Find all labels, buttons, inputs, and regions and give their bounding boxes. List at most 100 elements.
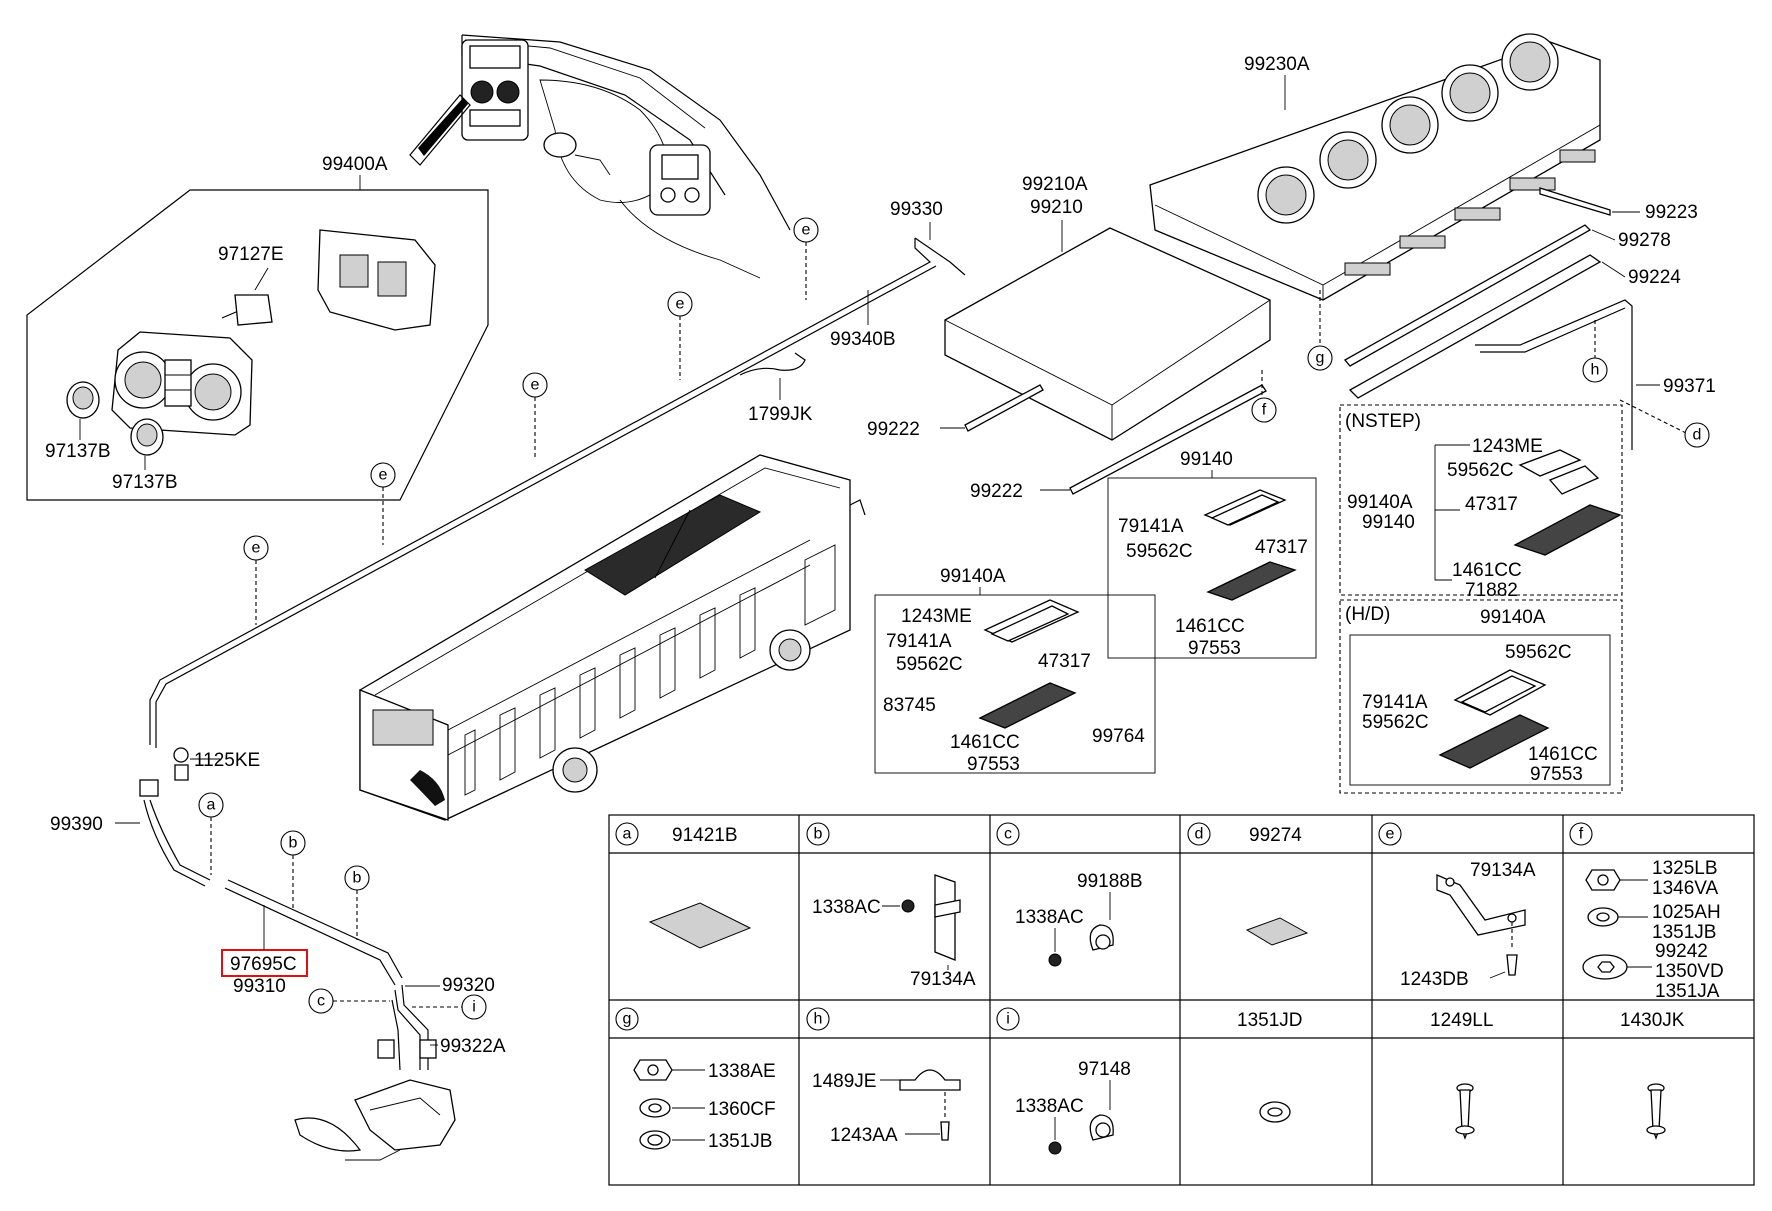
box-99140A-label-83745: 83745: [883, 695, 936, 716]
pad-91421B: [648, 902, 752, 949]
nstep-label-1461CC: 1461CC: [1452, 560, 1522, 581]
label-99322A: 99322A: [440, 1036, 506, 1057]
box-99140A-title: 99140A: [940, 566, 1006, 587]
callout-i: i: [472, 999, 476, 1016]
box-99140-label-79141A: 79141A: [1118, 516, 1184, 537]
hd-label-1461CC: 1461CC: [1528, 744, 1598, 765]
callout-d: d: [1693, 427, 1702, 444]
box-nstep: (NSTEP) 1243ME 59562C 99140A 99140 47317…: [1339, 404, 1623, 601]
screw-1249LL: [1455, 1083, 1475, 1140]
dashboard-illustration: [409, 34, 791, 279]
callout-h: h: [1591, 362, 1600, 379]
box-99140-label-47317: 47317: [1255, 537, 1308, 558]
label-99222-lower: 99222: [970, 481, 1023, 502]
box-99140-label-59562C: 59562C: [1126, 541, 1193, 562]
table-letter-e: e: [1386, 826, 1395, 843]
nstep-label-47317: 47317: [1465, 494, 1518, 515]
label-99224: 99224: [1628, 267, 1681, 288]
box-99140A-label-97553: 97553: [967, 754, 1020, 775]
box-99140A-label-47317: 47317: [1038, 651, 1091, 672]
roof-ac-unit: 99230A: [1149, 33, 1601, 301]
box-99140A: 99140A 1243ME 79141A 59562C 47317 83745 …: [874, 566, 1156, 775]
table-f-label-1325LB: 1325LB: [1652, 858, 1718, 879]
hd-label-97553: 97553: [1530, 764, 1583, 785]
table-f-label-1346VA: 1346VA: [1652, 878, 1719, 899]
table-letter-h: h: [814, 1011, 823, 1028]
callout-e2: e: [676, 296, 685, 313]
pipe-assembly: 99330 99340B 1799JK 1125KE 99390 97695C: [50, 199, 966, 1161]
table-f-label-1350VD: 1350VD: [1655, 961, 1724, 982]
box-99140A-label-1461CC: 1461CC: [950, 732, 1020, 753]
callout-a: a: [207, 797, 216, 814]
table-b-label-1338AC: 1338AC: [812, 897, 881, 918]
label-99400A: 99400A: [322, 154, 388, 175]
box-99140A-label-59562C: 59562C: [896, 654, 963, 675]
parts-table: a 91421B b c d 99274 e f g h i 1351JD 12…: [608, 814, 1755, 1186]
table-letter-a: a: [623, 826, 632, 843]
callout-c: c: [317, 993, 325, 1010]
callout-e5: e: [252, 540, 261, 557]
table-letter-c: c: [1004, 826, 1012, 843]
box-hd: (H/D) 99140A 59562C 79141A 59562C 1461CC…: [1339, 599, 1623, 794]
callout-g: g: [1316, 350, 1325, 367]
hd-label-59562C: 59562C: [1362, 712, 1429, 733]
table-f-label-1351JB: 1351JB: [1652, 922, 1716, 943]
callout-b2: b: [353, 870, 362, 887]
box-99140-label-97553: 97553: [1188, 638, 1241, 659]
table-e-label-79134A: 79134A: [1470, 860, 1536, 881]
label-97695C: 97695C: [230, 954, 297, 975]
table-f-label-1351JA: 1351JA: [1655, 981, 1720, 1002]
callout-f: f: [1262, 402, 1267, 419]
label-99340B: 99340B: [830, 329, 896, 350]
label-99390: 99390: [50, 814, 103, 835]
nstep-label-71882: 71882: [1465, 580, 1518, 601]
table-c-label-1338AC: 1338AC: [1015, 907, 1084, 928]
table-code-d: 99274: [1249, 825, 1302, 846]
callout-e4: e: [379, 467, 388, 484]
nstep-label-1243ME: 1243ME: [1472, 436, 1543, 457]
label-99320: 99320: [442, 975, 495, 996]
nstep-label-99140A: 99140A: [1347, 492, 1413, 513]
label-99371: 99371: [1663, 376, 1716, 397]
nstep-title: (NSTEP): [1345, 411, 1421, 432]
evaporator-unit: 99210A 99210 99222 99222: [867, 174, 1271, 502]
screw-1430JK: [1646, 1083, 1666, 1140]
table-g-label-1351JB: 1351JB: [708, 1131, 772, 1152]
label-97137B-left: 97137B: [45, 441, 111, 462]
label-1799JK: 1799JK: [748, 404, 813, 425]
callout-b1: b: [289, 835, 298, 852]
pad-99274: [1245, 917, 1309, 946]
hd-title: (H/D): [1345, 604, 1390, 625]
callout-e3: e: [531, 377, 540, 394]
table-letter-d: d: [1195, 826, 1204, 843]
callout-e1: e: [802, 222, 811, 239]
table-f-label-1025AH: 1025AH: [1652, 902, 1721, 923]
highlight-box: [221, 949, 308, 977]
table-code-1351JD: 1351JD: [1237, 1010, 1303, 1031]
box-99140-title: 99140: [1180, 449, 1233, 470]
table-b-label-79134A: 79134A: [910, 969, 976, 990]
table-i-label-1338AC: 1338AC: [1015, 1096, 1084, 1117]
bus-illustration: [359, 454, 866, 821]
table-h-label-1243AA: 1243AA: [830, 1125, 898, 1146]
controller-box: 99400A 97127E 97137B 97137B: [26, 154, 489, 501]
table-code-1430JK: 1430JK: [1620, 1010, 1685, 1031]
table-letter-g: g: [623, 1011, 632, 1028]
label-99210: 99210: [1030, 197, 1083, 218]
table-letter-f: f: [1579, 826, 1584, 843]
box-99140A-label-99764: 99764: [1092, 726, 1145, 747]
label-99222-upper: 99222: [867, 419, 920, 440]
fan-group: [1257, 33, 1559, 224]
bracket-99222-lower: 99222: [970, 384, 1267, 502]
hd-label-59562C-top: 59562C: [1505, 642, 1572, 663]
nstep-label-99140: 99140: [1362, 512, 1415, 533]
table-letter-i: i: [1006, 1011, 1010, 1028]
hd-subtitle: 99140A: [1480, 607, 1546, 628]
label-99330: 99330: [890, 199, 943, 220]
box-99140-label-1461CC: 1461CC: [1175, 616, 1245, 637]
table-code-1249LL: 1249LL: [1430, 1010, 1493, 1031]
box-99140A-label-1243ME: 1243ME: [901, 606, 972, 627]
table-c-label-99188B: 99188B: [1077, 871, 1143, 892]
table-g-label-1360CF: 1360CF: [708, 1099, 776, 1120]
